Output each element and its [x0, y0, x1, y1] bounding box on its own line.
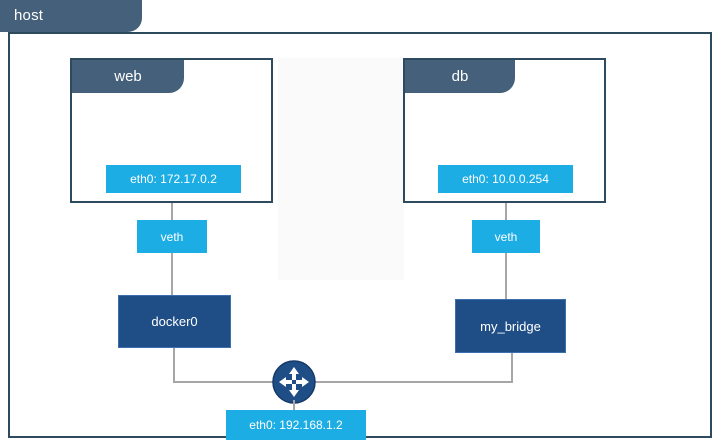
interface-label-db-eth0: eth0: 10.0.0.254 — [462, 172, 549, 186]
container-tab-db[interactable]: db — [405, 60, 515, 93]
connector-veth-to-mybridge — [505, 253, 507, 300]
router-icon[interactable] — [272, 360, 316, 404]
connector-docker0-to-bus — [173, 348, 175, 382]
interface-badge-db-eth0[interactable]: eth0: 10.0.0.254 — [438, 165, 573, 193]
interface-label-host-eth0: eth0: 192.168.1.2 — [249, 418, 343, 432]
interface-badge-web-eth0[interactable]: eth0: 172.17.0.2 — [106, 165, 241, 193]
connector-mybridge-to-bus — [511, 353, 513, 382]
bridge-box-my-bridge[interactable]: my_bridge — [455, 299, 566, 353]
veth-label-web: veth — [160, 229, 184, 244]
host-tab-label: host — [14, 7, 44, 24]
connector-veth-to-docker0 — [171, 253, 173, 296]
connector-db-to-veth — [505, 203, 507, 221]
center-shade-panel — [278, 58, 404, 280]
interface-badge-host-eth0[interactable]: eth0: 192.168.1.2 — [226, 410, 366, 440]
bridge-label-my-bridge: my_bridge — [480, 318, 541, 334]
veth-label-db: veth — [494, 229, 518, 244]
container-tab-web[interactable]: web — [72, 60, 184, 93]
interface-label-web-eth0: eth0: 172.17.0.2 — [130, 172, 217, 186]
bridge-label-docker0: docker0 — [151, 314, 198, 329]
container-title-web: web — [114, 68, 142, 85]
container-title-db: db — [451, 68, 469, 85]
host-tab[interactable]: host — [0, 0, 142, 32]
connector-web-to-veth — [171, 203, 173, 221]
veth-box-db[interactable]: veth — [472, 220, 540, 253]
veth-box-web[interactable]: veth — [137, 220, 207, 253]
bridge-box-docker0[interactable]: docker0 — [118, 295, 231, 348]
connector-router-to-host-eth0 — [293, 400, 295, 412]
connector-bus-horizontal — [173, 381, 513, 383]
